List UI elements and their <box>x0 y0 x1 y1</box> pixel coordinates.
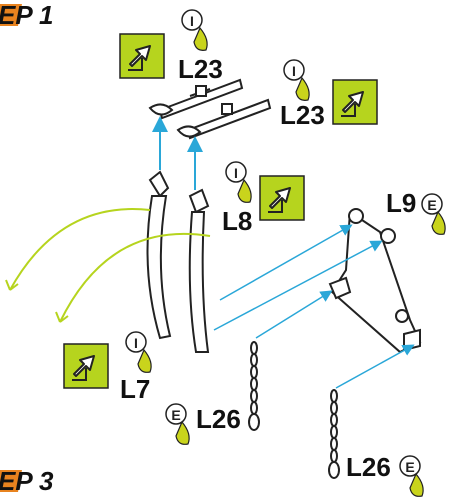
strap-l23-a <box>148 78 244 120</box>
swing-arc-head <box>5 279 19 291</box>
label-l7: L7 <box>120 374 150 404</box>
pull-strap-right <box>188 188 210 353</box>
oil-drop-icon <box>175 420 190 445</box>
connection-arrow <box>219 224 353 301</box>
step-header-top: EP 1 <box>0 0 53 30</box>
exchange-badge-l9: E <box>421 193 446 235</box>
pull-strap-left <box>146 170 172 340</box>
step-header-bottom: EP 3 <box>0 466 54 496</box>
label-l8: L8 <box>222 206 252 236</box>
oil-drop-icon <box>295 76 310 101</box>
connection-arrow <box>335 344 415 389</box>
label-l26-b: L26 <box>346 452 391 482</box>
step-top-label: EP 1 <box>0 0 53 30</box>
oil-drop-icon <box>137 348 152 373</box>
lift-up-icon <box>119 33 165 79</box>
svg-text:E: E <box>405 459 414 475</box>
strap-l23-b <box>176 98 272 140</box>
chain-l26-b <box>328 389 340 479</box>
oil-drop-icon <box>409 472 424 497</box>
connection-arrow <box>255 290 333 339</box>
step-bottom-label: EP 3 <box>0 466 54 496</box>
connection-arrow <box>213 240 383 331</box>
install-badge-l23-b: I <box>283 59 310 101</box>
exchange-badge-l26-a: E <box>165 403 190 445</box>
label-l26-a: L26 <box>196 404 241 434</box>
exchange-badge-l26-b: E <box>399 455 424 497</box>
svg-text:I: I <box>190 13 194 29</box>
install-badge-l8: I <box>225 161 252 203</box>
install-badge-l7: I <box>125 331 152 373</box>
svg-text:I: I <box>134 335 138 351</box>
frame-l9 <box>328 208 422 354</box>
label-l23-b: L23 <box>280 100 325 130</box>
oil-drop-icon <box>193 26 208 51</box>
chain-l26-a <box>248 341 260 431</box>
lift-up-icon <box>63 343 109 389</box>
label-l9: L9 <box>386 188 416 218</box>
svg-text:E: E <box>171 407 180 423</box>
swing-arc-head <box>55 311 69 323</box>
svg-text:E: E <box>427 197 436 213</box>
oil-drop-icon <box>431 210 446 235</box>
lift-up-icon <box>259 175 305 221</box>
svg-text:I: I <box>234 165 238 181</box>
lift-up-icon <box>332 79 378 125</box>
oil-drop-icon <box>237 178 252 203</box>
install-badge-l23-a: I <box>181 9 208 51</box>
swing-arc <box>59 232 211 323</box>
label-l23-a: L23 <box>178 54 223 84</box>
swing-arc <box>9 208 151 291</box>
svg-text:I: I <box>292 63 296 79</box>
